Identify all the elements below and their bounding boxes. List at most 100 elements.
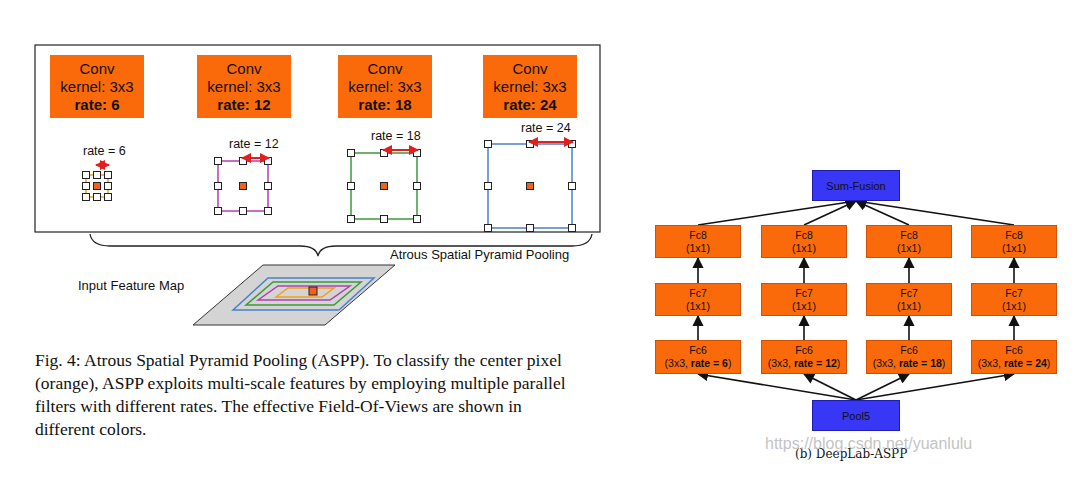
feature-map-plane	[193, 265, 395, 325]
fc8-box: Fc8(1x1)	[866, 225, 952, 258]
box-text: Fc8	[795, 229, 813, 242]
box-text: (1x1)	[686, 242, 710, 255]
conv-box: Convkernel: 3x3rate: 6	[50, 55, 144, 118]
box-text: Fc6	[795, 344, 813, 357]
box-text: kernel: 3x3	[207, 78, 280, 96]
sample-pixel	[105, 194, 112, 201]
fc7-box: Fc7(1x1)	[761, 283, 847, 316]
box-text: rate: 24	[503, 96, 556, 114]
box-text-part: rate = 24	[1004, 357, 1047, 369]
fov-frame	[218, 161, 268, 211]
box-text: (1x1)	[897, 300, 921, 313]
fc8-box: Fc8(1x1)	[655, 225, 741, 258]
sample-pixel	[485, 183, 492, 190]
fc6-box: Fc6(3x3, rate = 6)	[655, 340, 741, 374]
sample-pixel	[265, 183, 272, 190]
arrow-connector	[1013, 316, 1015, 340]
box-text: rate: 18	[358, 96, 411, 114]
sample-pixel	[414, 183, 421, 190]
box-text: Fc7	[900, 287, 918, 300]
box-text: kernel: 3x3	[60, 78, 133, 96]
box-text-part: )	[942, 357, 946, 369]
fov-frame	[351, 153, 417, 219]
box-text: (3x3, rate = 6)	[665, 357, 732, 370]
sample-pixel	[348, 150, 355, 157]
arrow-connector	[803, 258, 805, 283]
sample-pixel	[83, 183, 90, 190]
rate-label: rate = 12	[229, 137, 279, 151]
fc7-box: Fc7(1x1)	[971, 283, 1057, 316]
arrow-connector	[698, 374, 856, 400]
watermark: https://blog.csdn.net/yuanlulu	[765, 435, 972, 453]
box-text: Conv	[226, 60, 261, 78]
box-text: (3x3, rate = 18)	[873, 357, 946, 370]
fusion-box: Sum-Fusion	[812, 170, 900, 201]
box-text-part: )	[728, 357, 732, 369]
box-text: (3x3, rate = 24)	[978, 357, 1051, 370]
box-text-part: )	[1047, 357, 1051, 369]
box-text: rate: 12	[217, 96, 270, 114]
box-text-part: (3x3,	[873, 357, 899, 369]
box-text: Fc6	[1005, 344, 1023, 357]
box-text: (1x1)	[792, 242, 816, 255]
fc7-box: Fc7(1x1)	[866, 283, 952, 316]
fc6-box: Fc6(3x3, rate = 18)	[866, 340, 952, 374]
rate-label: rate = 6	[83, 144, 126, 158]
box-text-part: )	[837, 357, 841, 369]
sample-pixel	[414, 216, 421, 223]
box-text-part: rate = 12	[794, 357, 837, 369]
sample-pixel	[215, 158, 222, 165]
sample-pixel	[240, 208, 247, 215]
rate-label: rate = 18	[371, 129, 421, 143]
box-text: (3x3, rate = 12)	[768, 357, 841, 370]
rate-arrow	[242, 157, 269, 159]
fc7-box: Fc7(1x1)	[655, 283, 741, 316]
arrow-connector	[698, 201, 856, 225]
center-pixel	[309, 287, 317, 295]
box-text: Fc8	[1005, 229, 1023, 242]
box-text: Conv	[512, 60, 547, 78]
box-text: Fc6	[900, 344, 918, 357]
box-text: Conv	[79, 60, 114, 78]
fov-frame	[488, 144, 572, 228]
field-of-view-outlines	[233, 278, 374, 310]
fc8-box: Fc8(1x1)	[761, 225, 847, 258]
sample-pixel	[569, 225, 576, 232]
figure-caption: Fig. 4: Atrous Spatial Pyramid Pooling (…	[35, 349, 575, 441]
sample-pixel	[215, 183, 222, 190]
box-text: Fc7	[1005, 287, 1023, 300]
sample-pixel	[265, 208, 272, 215]
fc6-box: Fc6(3x3, rate = 12)	[761, 340, 847, 374]
rate-label: rate = 24	[521, 121, 571, 135]
arrow-connector	[804, 201, 856, 225]
conv-box: Convkernel: 3x3rate: 18	[338, 55, 432, 118]
sample-pixel	[215, 208, 222, 215]
sample-pixel	[94, 194, 101, 201]
box-text-part: rate = 6	[691, 357, 728, 369]
sample-pixel	[105, 172, 112, 179]
arrow-connector	[856, 201, 1014, 225]
fc6-box: Fc6(3x3, rate = 24)	[971, 340, 1057, 374]
pool-box: Pool5	[812, 400, 900, 431]
box-text: rate: 6	[74, 96, 119, 114]
box-text: (1x1)	[686, 300, 710, 313]
arrow-connector	[803, 316, 805, 340]
arrow-connector	[908, 258, 910, 283]
sample-pixel	[348, 183, 355, 190]
box-text: Conv	[367, 60, 402, 78]
box-text: Fc7	[689, 287, 707, 300]
arrow-connector	[697, 316, 699, 340]
dot-grids	[83, 141, 576, 232]
box-text-part: (3x3,	[665, 357, 691, 369]
box-text-part: rate = 18	[899, 357, 942, 369]
sample-pixel	[105, 183, 112, 190]
sample-pixel	[348, 216, 355, 223]
box-text: Fc7	[795, 287, 813, 300]
sample-pixel	[569, 183, 576, 190]
box-text: kernel: 3x3	[348, 78, 421, 96]
box-text: (1x1)	[1002, 242, 1026, 255]
box-text: (1x1)	[1002, 300, 1026, 313]
aspp-frame	[35, 45, 600, 232]
center-pixel	[527, 183, 534, 190]
center-pixel	[94, 183, 101, 190]
